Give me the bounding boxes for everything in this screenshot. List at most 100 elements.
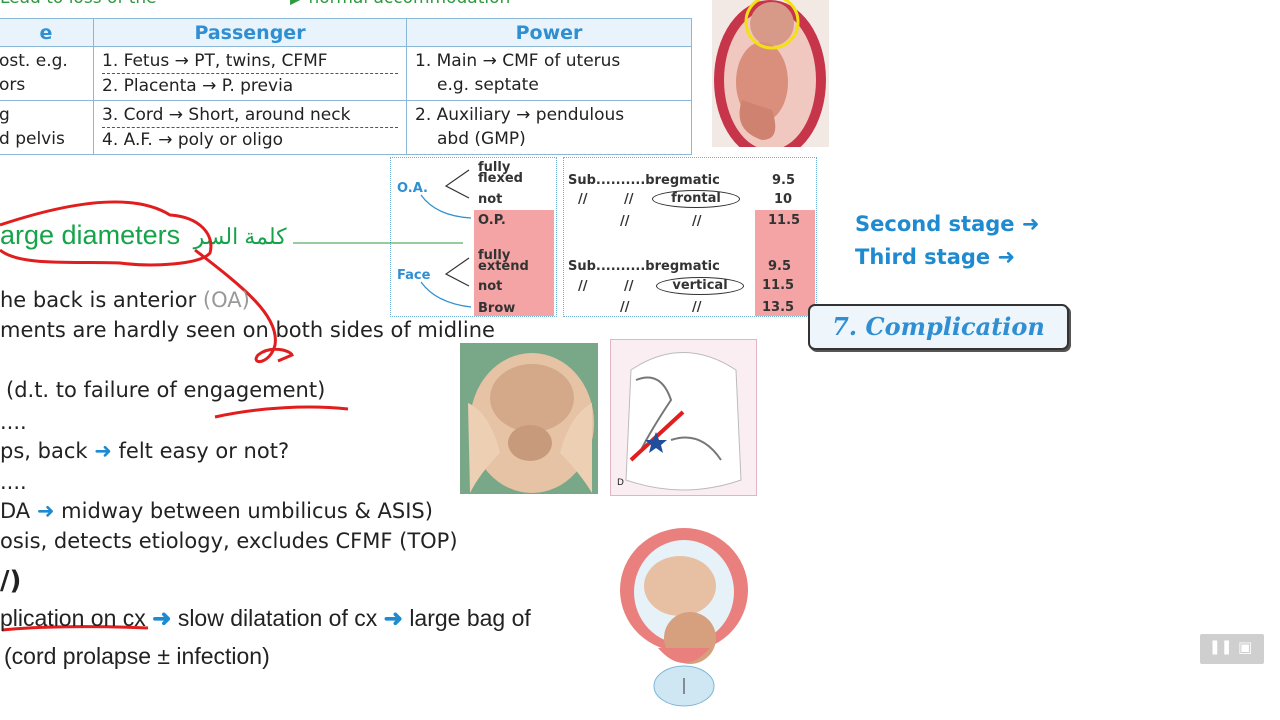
cell-line: ost. e.g. (0, 51, 68, 71)
handwritten-text: arge diameters (0, 220, 181, 250)
picture-in-picture-icon[interactable]: ▣ (1238, 638, 1253, 656)
top-note-right-text: normal accommodation (308, 0, 510, 8)
table-row: ost. e.g. ors 1. Fetus → PT, twins, CFMF… (0, 46, 692, 101)
label-fully-extend: fully extend (478, 248, 529, 274)
ditto-mark: // (692, 300, 702, 315)
cell-line: 1. Main → CMF of uterus (415, 51, 621, 71)
pelvic-grip-illustration (611, 340, 756, 495)
cell-line: 3. Cord → Short, around neck (102, 103, 398, 128)
label-face: Face (397, 268, 431, 283)
table-cell: 2. Auxiliary → pendulous abd (GMP) (406, 100, 692, 155)
arrow-right-icon: ➜ (36, 499, 55, 523)
arrow-right-icon: ➜ (997, 245, 1016, 269)
fetus-uterus-illustration (714, 0, 826, 147)
third-stage-label: Third stage (855, 245, 991, 269)
header-power: Power (406, 18, 692, 47)
cell-line: e.g. septate (437, 75, 539, 95)
oval-vertical: vertical (656, 277, 744, 295)
label-oa: O.A. (397, 181, 428, 196)
second-stage-label: Second stage (855, 212, 1015, 236)
diam-row-6-value: 13.5 (762, 300, 795, 315)
cell-line: g (0, 105, 10, 125)
ditto-mark: // (692, 214, 702, 229)
text-line-8: osis, detects etiology, excludes CFMF (T… (0, 529, 458, 553)
ditto-mark: // (624, 192, 634, 207)
text-line-3: (d.t. to failure of engagement) (6, 378, 326, 402)
text-segment: DA (0, 499, 31, 523)
diam-row-1-label: Sub..........bregmatic (568, 173, 720, 188)
arrow-right-icon: ➜ (152, 605, 172, 631)
table-cell: 1. Fetus → PT, twins, CFMF 2. Placenta →… (93, 46, 407, 101)
cell-line: 2. Auxiliary → pendulous (415, 105, 625, 125)
label-op: O.P. (478, 213, 506, 228)
text-line-11: (cord prolapse ± infection) (4, 643, 270, 669)
diam-row-1-value: 9.5 (772, 173, 796, 188)
oval-frontal: frontal (652, 190, 740, 208)
triangle-arrow-icon: ▶ (290, 0, 303, 8)
diam-row-3-value: 11.5 (768, 213, 801, 228)
bag-of-waters-image (618, 528, 752, 708)
table-cell: g d pelvis (0, 100, 94, 155)
label-not-1: not (478, 192, 503, 207)
cell-line: 2. Placenta → P. previa (102, 76, 294, 96)
cell-line: ors (0, 75, 26, 95)
image-label-d: D (617, 478, 624, 488)
pink-column (474, 210, 554, 316)
text-line-10: plication on cx ➜ slow dilatation of cx … (0, 605, 531, 632)
text-segment: slow dilatation of cx (177, 605, 378, 631)
diam-row-4-label: Sub..........bregmatic (568, 259, 720, 274)
top-note-left: Lead to loss of the (0, 0, 157, 8)
bag-of-waters-illustration (620, 528, 748, 707)
palpation-illustration (460, 343, 598, 494)
text-segment: ps, back (0, 439, 88, 463)
text-segment: midway between umbilicus & ASIS) (61, 499, 433, 523)
third-stage-heading: Third stage ➜ (855, 245, 1015, 269)
header-passenger: Passenger (93, 18, 407, 47)
text-line-5: ps, back ➜ felt easy or not? (0, 439, 289, 463)
text-line-9: /) (0, 566, 22, 596)
complication-heading: 7. Complication (808, 304, 1069, 350)
table-cell: ost. e.g. ors (0, 46, 94, 101)
cell-line: 1. Fetus → PT, twins, CFMF (102, 49, 398, 74)
pen-annotations (0, 200, 463, 419)
table-header-row: e Passenger Power (0, 18, 692, 47)
text-line-1: he back is anterior (OA) (0, 288, 250, 312)
table-cell: 3. Cord → Short, around neck 4. A.F. → p… (93, 100, 407, 155)
label-fully-flexed: fully flexed (478, 160, 523, 186)
ditto-mark: // (624, 279, 634, 294)
cell-line: 4. A.F. → poly or oligo (102, 130, 284, 150)
text-segment: he back is anterior (0, 288, 203, 312)
table-row: g d pelvis 3. Cord → Short, around neck … (0, 100, 692, 155)
fetus-uterus-image (712, 0, 829, 147)
ppp-table: e Passenger Power ost. e.g. ors 1. Fetus… (0, 18, 692, 155)
ditto-mark: // (620, 300, 630, 315)
text-line-6: .... (0, 470, 27, 494)
text-line-4: .... (0, 410, 27, 434)
diam-row-5-value: 11.5 (762, 278, 795, 293)
pelvic-grip-image: D (610, 339, 757, 496)
text-segment-grey: (OA) (202, 288, 250, 312)
top-note-right: ▶ normal accommodation (290, 0, 510, 8)
ditto-mark: // (620, 214, 630, 229)
diam-row-2-value: 10 (774, 192, 793, 207)
pause-icon[interactable]: ❚❚ (1209, 639, 1233, 655)
label-brow: Brow (478, 301, 516, 316)
video-controls[interactable]: ❚❚ ▣ (1200, 634, 1264, 664)
arrow-right-icon: ➜ (94, 439, 112, 463)
text-segment: plication on cx (0, 605, 146, 631)
ditto-mark: // (578, 192, 588, 207)
handwritten-large-diameters: arge diameters كلمة السر (0, 220, 287, 251)
diam-row-4-value: 9.5 (768, 259, 792, 274)
attitude-diagram: O.A. fully flexed not O.P. Face fully ex… (390, 157, 557, 317)
second-stage-heading: Second stage ➜ (855, 212, 1039, 236)
cell-line: abd (GMP) (437, 129, 526, 149)
pen-underline (1, 625, 149, 632)
text-segment: large bag of (409, 605, 531, 631)
table-cell: 1. Main → CMF of uterus e.g. septate (406, 46, 692, 101)
label-not-2: not (478, 279, 503, 294)
arrow-right-icon: ➜ (1021, 212, 1040, 236)
pink-column (755, 210, 815, 316)
palpation-image (460, 343, 598, 494)
branch-arrows-icon (420, 169, 472, 308)
cell-line: d pelvis (0, 129, 65, 149)
